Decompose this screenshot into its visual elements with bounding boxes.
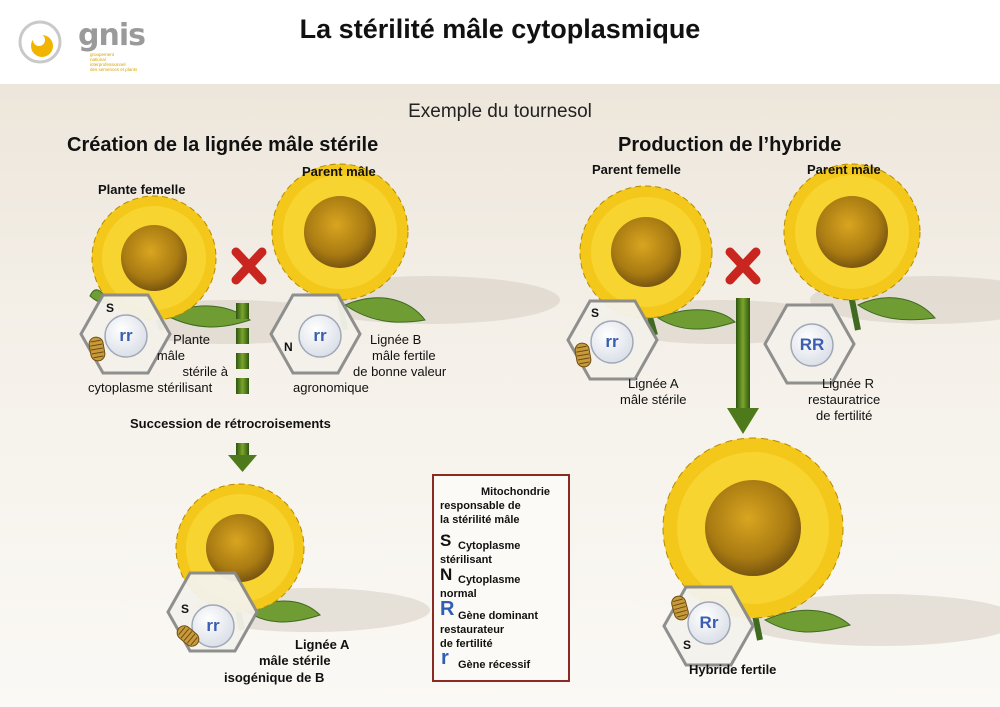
left-section-heading: Création de la lignée mâle stérile	[67, 134, 379, 156]
legend-R-symbol: R	[440, 598, 455, 620]
cytoplasm-s-symbol: S	[106, 301, 115, 315]
cytoplasm-s-symbol: S	[683, 638, 692, 652]
right-male-label: Parent mâle	[807, 162, 881, 177]
genotype-label: Rr	[699, 613, 719, 632]
solid-arrow-icon	[727, 298, 759, 434]
legend-r-symbol: r	[441, 647, 449, 669]
legend-s-line-2: stérilisant	[440, 554, 492, 566]
legend-box: Mitochondrie responsable de la stérilité…	[432, 474, 570, 682]
left-male-label: Parent mâle	[302, 164, 376, 179]
cytoplasm-s-symbol: S	[591, 306, 600, 320]
female-desc-line-4: cytoplasme stérilisant	[88, 380, 213, 395]
right-section-heading: Production de l’hybride	[618, 134, 842, 156]
cytoplasm-s-symbol: S	[181, 602, 190, 616]
genotype-label: rr	[119, 326, 133, 345]
result-desc-line-2: mâle stérile	[259, 653, 331, 668]
right-male-desc-line-2: restauratrice	[808, 392, 881, 407]
right-female-desc-line-1: Lignée A	[628, 376, 679, 391]
page-title: La stérilité mâle cytoplasmique	[299, 14, 701, 44]
sunflower-icon	[579, 185, 713, 319]
legend-n-symbol: N	[440, 565, 453, 584]
genotype-label: RR	[799, 335, 825, 354]
female-desc-line-2: mâle	[156, 348, 185, 363]
logo-mark-icon	[18, 20, 62, 64]
cytoplasm-n-symbol: N	[284, 340, 293, 354]
right-male-desc-line-3: de fertilité	[816, 408, 873, 423]
legend-n-line-2: normal	[440, 588, 477, 600]
legend-mito-line-3: la stérilité mâle	[440, 514, 520, 526]
left-female-label: Plante femelle	[98, 182, 186, 197]
right-female-label: Parent femelle	[592, 162, 681, 177]
legend-s-symbol: S	[440, 531, 452, 550]
legend-mito-line-1: Mitochondrie	[481, 486, 551, 498]
legend-n-line-1: Cytoplasme	[458, 574, 521, 586]
genotype-label: rr	[605, 332, 619, 351]
legend-R-line-3: de fertilité	[440, 638, 493, 650]
gnis-logo: gnis groupement national interprofession…	[14, 12, 164, 74]
legend-r-text: Gène récessif	[458, 659, 531, 671]
sunflower-icon	[783, 163, 921, 301]
male-desc-line-2: mâle fertile	[372, 348, 436, 363]
backcross-label: Succession de rétrocroisements	[130, 416, 331, 431]
sunflower-icon	[91, 195, 217, 321]
logo-name: gnis	[78, 18, 146, 53]
sunflower-icon	[662, 437, 844, 619]
logo-tagline-1: groupement	[90, 52, 115, 57]
genotype-label: rr	[313, 326, 327, 345]
subtitle: Exemple du tournesol	[408, 101, 592, 122]
male-desc-line-3: de bonne valeur	[353, 364, 447, 379]
logo-tagline-4: des semences et plants	[90, 67, 138, 72]
dashed-arrow-icon	[228, 303, 257, 472]
legend-R-line-1: Gène dominant	[458, 610, 539, 622]
header: gnis groupement national interprofession…	[0, 0, 1000, 84]
result-desc-line-3: isogénique de B	[224, 670, 325, 685]
legend-s-line-1: Cytoplasme	[458, 540, 521, 552]
hybrid-label: Hybride fertile	[689, 662, 777, 677]
legend-mito-line-2: responsable de	[440, 500, 521, 512]
female-desc-line-3: stérile à	[182, 364, 228, 379]
male-desc-line-1: Lignée B	[370, 332, 422, 347]
male-desc-line-4: agronomique	[293, 380, 369, 395]
result-desc-line-1: Lignée A	[295, 637, 350, 652]
legend-R-line-2: restaurateur	[440, 624, 505, 636]
female-desc-line-1: Plante	[173, 332, 210, 347]
logo-tagline-3: interprofessionnel	[90, 62, 126, 67]
right-male-desc-line-1: Lignée R	[822, 376, 875, 391]
genotype-label: rr	[206, 616, 220, 635]
cross-icon	[231, 247, 761, 285]
logo-tagline-2: national	[90, 57, 106, 62]
right-female-desc-line-2: mâle stérile	[620, 392, 687, 407]
sunflower-icon	[271, 163, 409, 301]
